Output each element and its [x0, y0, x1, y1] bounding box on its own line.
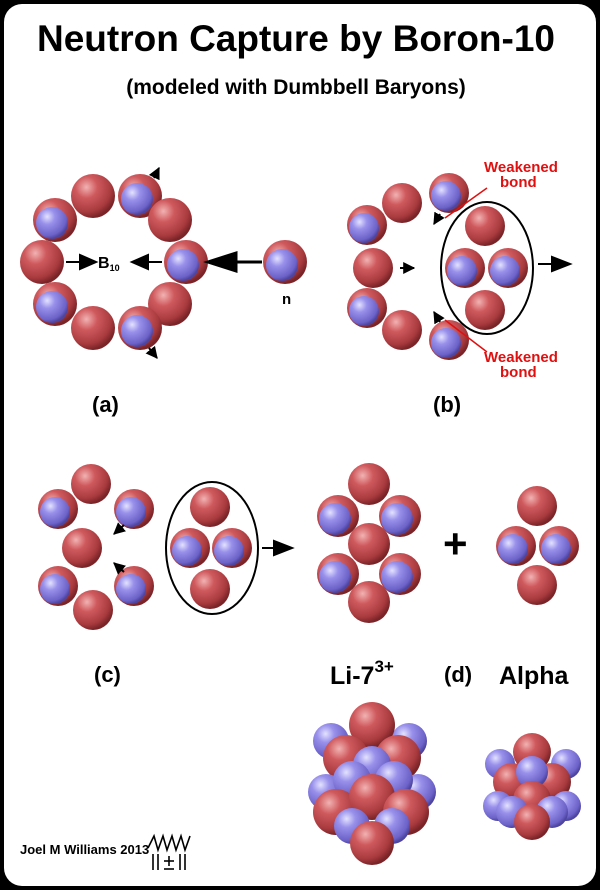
- neutron-sphere: [379, 495, 421, 537]
- proton-sphere: [517, 486, 557, 526]
- proton-sphere: [71, 464, 111, 504]
- neutron-sphere: [496, 526, 536, 566]
- panel-d-products: + Li-73+ (d) Alpha: [317, 463, 579, 690]
- proton-sphere: [348, 523, 390, 565]
- neutron-sphere: [488, 248, 528, 288]
- ejection-arrow: [538, 255, 573, 273]
- proton-sphere: [148, 198, 192, 242]
- plus-sign: +: [443, 520, 468, 567]
- li7-3d-cluster: [308, 702, 436, 865]
- panel-d-label: (d): [444, 662, 472, 687]
- proton-sphere: [190, 569, 230, 609]
- upper-inward-arrow: [433, 211, 445, 226]
- neutron-sphere: [347, 288, 387, 328]
- proton-sphere: [348, 581, 390, 623]
- neutron-sphere: [33, 282, 77, 326]
- incoming-neutron: [263, 240, 307, 284]
- proton-sphere: [348, 463, 390, 505]
- bottom-small-arrow: [145, 345, 158, 359]
- ejection-arrow: [262, 539, 295, 557]
- neutron-sphere: [379, 553, 421, 595]
- neutron-sphere: [347, 205, 387, 245]
- figure-title: Neutron Capture by Boron-10: [36, 18, 556, 59]
- weakened-bond-top-line: [444, 187, 488, 219]
- proton-sphere: [62, 528, 102, 568]
- boron-label: B10: [98, 255, 120, 273]
- neutron-sphere: [317, 553, 359, 595]
- panel-b-label: (b): [433, 392, 461, 417]
- lower-inward-arrow: [433, 310, 445, 325]
- panel-a-label: (a): [92, 392, 119, 417]
- figure-subtitle: (modeled with Dumbbell Baryons): [126, 76, 466, 99]
- neutron-sphere: [429, 320, 469, 360]
- neutron-sphere: [445, 248, 485, 288]
- neutron-arrow: [203, 250, 262, 274]
- proton-sphere: [71, 174, 115, 218]
- panel-c-separation: (c): [38, 464, 295, 687]
- proton-sphere: [465, 290, 505, 330]
- neutron-sphere: [33, 198, 77, 242]
- neutron-sphere: [212, 528, 252, 568]
- upper-inward-arrow: [113, 522, 127, 535]
- right-arrow: [129, 253, 162, 271]
- neutron-sphere: [114, 489, 154, 529]
- proton-sphere: [71, 306, 115, 350]
- proton-sphere: [190, 487, 230, 527]
- proton-sphere: [73, 590, 113, 630]
- top-small-arrow: [148, 166, 160, 181]
- li7-label: Li-73+: [330, 657, 394, 690]
- proton-sphere: [382, 183, 422, 223]
- neutron-sphere: [170, 528, 210, 568]
- neutron-sphere: [38, 489, 78, 529]
- neutron-sphere: [114, 566, 154, 606]
- panel-c-label: (c): [94, 662, 121, 687]
- proton-sphere: [148, 282, 192, 326]
- neutron-sphere: [164, 240, 208, 284]
- panel-a-boron-ring: B10 n (a): [20, 166, 307, 417]
- neutron-sphere: [429, 173, 469, 213]
- neutron-sphere: [539, 526, 579, 566]
- neutron-sphere: [317, 495, 359, 537]
- alpha-3d-cluster: [483, 733, 581, 840]
- neutron-label: n: [282, 291, 291, 308]
- weakened-bond-bottom-line: [444, 319, 488, 353]
- proton-sphere: [465, 206, 505, 246]
- left-arrow: [66, 253, 99, 271]
- alpha-cluster-outline: [440, 201, 534, 335]
- proton-sphere: [517, 565, 557, 605]
- signature-logo: [147, 833, 191, 870]
- neutron-sphere: [118, 306, 162, 350]
- proton-sphere: [353, 248, 393, 288]
- proton-sphere: [382, 310, 422, 350]
- alpha-cluster-outline: [165, 481, 259, 615]
- neutron-sphere: [118, 174, 162, 218]
- alpha-label: Alpha: [499, 662, 570, 690]
- figure-frame: [4, 4, 596, 886]
- neutron-sphere: [38, 566, 78, 606]
- proton-sphere: [20, 240, 64, 284]
- lower-inward-arrow: [113, 562, 127, 575]
- author-credit: Joel M Williams 2013: [20, 842, 150, 857]
